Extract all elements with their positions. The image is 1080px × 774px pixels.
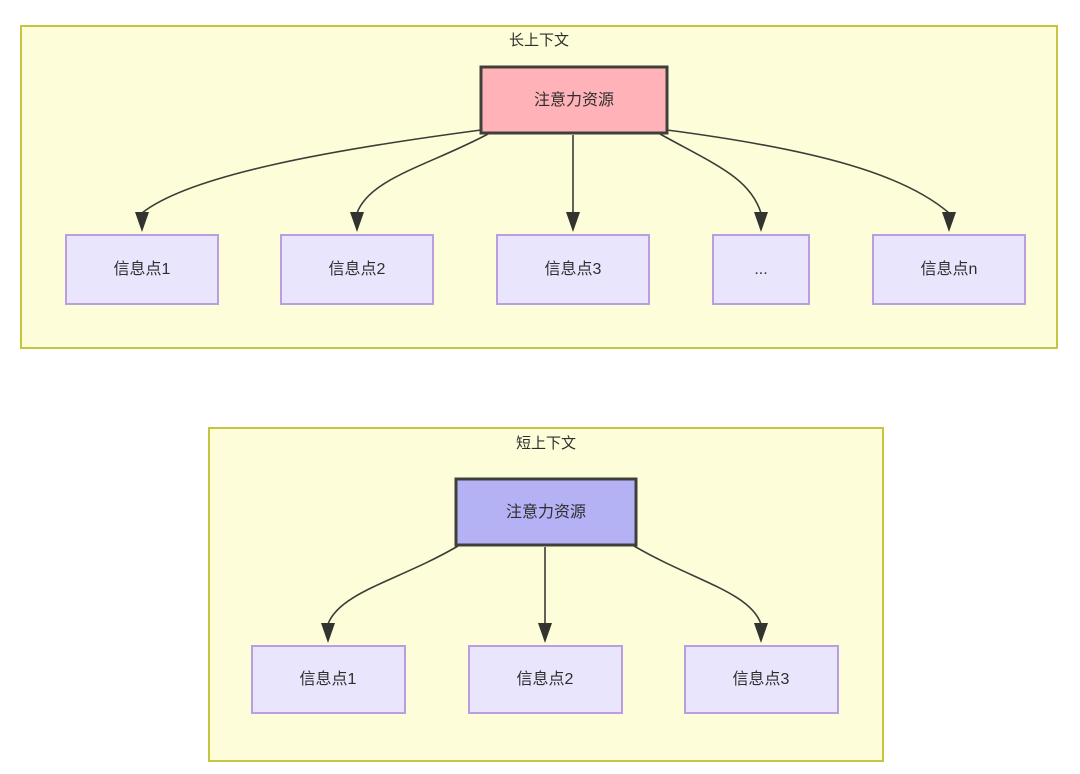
node-label-info-point-1-short: 信息点1 xyxy=(300,670,357,688)
edge-root-to-leaf-3-short xyxy=(633,545,762,625)
node-info-point-1-long[interactable]: 信息点1 xyxy=(65,234,219,305)
node-rect-info-point-2-short[interactable] xyxy=(468,645,623,714)
node-rect-info-point-3-short[interactable] xyxy=(684,645,839,714)
node-rect-attention-resource-short[interactable] xyxy=(454,477,638,547)
node-attention-resource-short[interactable]: 注意力资源 xyxy=(454,477,638,547)
arrowhead-leaf-5 xyxy=(942,212,956,232)
edge-group-long-context xyxy=(135,129,956,232)
node-info-point-2-short[interactable]: 信息点2 xyxy=(468,645,623,714)
node-label-attention-resource-long: 注意力资源 xyxy=(534,90,614,109)
node-rect-info-point-1-short[interactable] xyxy=(251,645,406,714)
node-attention-resource-long[interactable]: 注意力资源 xyxy=(479,65,669,135)
node-rect-info-point-3-long[interactable] xyxy=(496,234,650,305)
node-label-info-point-1-long: 信息点1 xyxy=(114,260,171,278)
edge-root-to-leaf-1-short xyxy=(327,545,459,625)
group-title-long-context: 长上下文 xyxy=(509,32,569,49)
node-label-info-point-n-long: 信息点n xyxy=(921,260,978,278)
arrowhead-leaf-4 xyxy=(754,212,768,232)
node-info-point-n-long[interactable]: 信息点n xyxy=(872,234,1026,305)
group-title-short-context: 短上下文 xyxy=(516,435,576,452)
edge-root-to-leaf-5 xyxy=(666,129,950,214)
node-rect-info-point-ellipsis-long[interactable] xyxy=(712,234,810,305)
arrowhead-leaf-1-short xyxy=(321,623,335,643)
edge-root-to-leaf-2 xyxy=(356,133,489,214)
arrowhead-leaf-1 xyxy=(135,212,149,232)
node-info-point-3-long[interactable]: 信息点3 xyxy=(496,234,650,305)
group-long-context[interactable]: 长上下文 注意力资源 信息点1 信息点2 xyxy=(20,25,1058,349)
node-info-point-3-short[interactable]: 信息点3 xyxy=(684,645,839,714)
node-info-point-1-short[interactable]: 信息点1 xyxy=(251,645,406,714)
edge-root-to-leaf-4 xyxy=(659,133,762,214)
node-info-point-ellipsis-long[interactable]: ... xyxy=(712,234,810,305)
arrowhead-leaf-2 xyxy=(350,212,364,232)
node-label-info-point-2-short: 信息点2 xyxy=(517,670,574,688)
node-label-info-point-3-long: 信息点3 xyxy=(545,260,602,278)
node-rect-info-point-n-long[interactable] xyxy=(872,234,1026,305)
node-label-attention-resource-short: 注意力资源 xyxy=(506,502,586,521)
edge-root-to-leaf-1 xyxy=(141,129,482,214)
node-info-point-2-long[interactable]: 信息点2 xyxy=(280,234,434,305)
arrowhead-leaf-3 xyxy=(566,212,580,232)
group-short-context[interactable]: 短上下文 注意力资源 信息点1 信息点2 信息点3 xyxy=(208,427,884,762)
edge-group-short-context xyxy=(321,545,768,643)
node-rect-attention-resource-long[interactable] xyxy=(479,65,669,135)
node-label-info-point-3-short: 信息点3 xyxy=(733,670,790,688)
node-label-info-point-ellipsis-long: ... xyxy=(754,261,767,278)
node-rect-info-point-1-long[interactable] xyxy=(65,234,219,305)
arrowhead-leaf-3-short xyxy=(754,623,768,643)
arrowhead-leaf-2-short xyxy=(538,623,552,643)
node-rect-info-point-2-long[interactable] xyxy=(280,234,434,305)
node-label-info-point-2-long: 信息点2 xyxy=(329,260,386,278)
